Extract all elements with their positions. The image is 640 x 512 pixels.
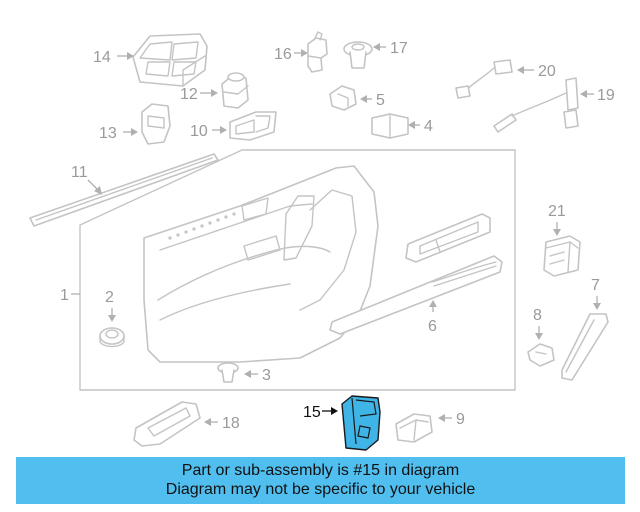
arrow-13 xyxy=(131,128,138,136)
leader-11 xyxy=(87,179,99,191)
arrow-12 xyxy=(211,89,218,97)
part-11-trim-strip[interactable] xyxy=(29,153,219,227)
callout-14: 14 xyxy=(93,49,111,66)
arrow-14 xyxy=(127,52,134,60)
arrow-20 xyxy=(517,66,524,74)
callout-21: 21 xyxy=(548,203,566,220)
callout-5: 5 xyxy=(376,92,385,109)
banner-line-part-info: Part or sub-assembly is #15 in diagram xyxy=(181,462,460,479)
arrow-4 xyxy=(408,121,415,129)
part-19-cable-connector[interactable] xyxy=(493,77,579,133)
callout-12: 12 xyxy=(180,86,198,103)
arrow-8 xyxy=(535,333,543,340)
arrow-5 xyxy=(360,95,367,103)
callout-3: 3 xyxy=(262,367,271,384)
part-6-trim-strip[interactable] xyxy=(329,255,503,335)
arrow-10 xyxy=(220,126,227,134)
part-door-handle-bezel[interactable] xyxy=(405,213,491,263)
part-16-clip[interactable] xyxy=(307,31,328,73)
callout-7: 7 xyxy=(591,277,600,294)
callout-16: 16 xyxy=(274,46,292,63)
part-13-switch[interactable] xyxy=(141,103,171,145)
part-9-small-switch[interactable] xyxy=(395,413,433,443)
arrow-16 xyxy=(301,49,308,57)
arrow-3 xyxy=(244,370,251,378)
info-banner: Part or sub-assembly is #15 in diagram D… xyxy=(16,457,625,504)
arrow-17 xyxy=(373,43,380,51)
callout-15: 15 xyxy=(303,404,321,421)
exploded-parts-diagram: 14 16 17 20 19 12 xyxy=(29,31,615,451)
callout-1: 1 xyxy=(60,287,69,304)
arrow-7 xyxy=(593,303,601,310)
part-10-switch-bezel[interactable] xyxy=(229,111,277,141)
arrow-19 xyxy=(580,90,587,98)
part-15-window-switch-highlighted[interactable] xyxy=(341,395,381,451)
callout-19: 19 xyxy=(597,87,615,104)
callout-13: 13 xyxy=(99,125,117,142)
part-8-bracket[interactable] xyxy=(527,343,555,367)
arrow-18 xyxy=(204,418,211,426)
part-2-fastener[interactable] xyxy=(99,327,125,348)
part-14-window-switch-panel[interactable] xyxy=(132,33,208,87)
banner-line-disclaimer: Diagram may not be specific to your vehi… xyxy=(165,481,476,498)
part-5-bracket-clip[interactable] xyxy=(329,85,357,111)
part-12-switch-knob[interactable] xyxy=(221,72,249,109)
callout-11: 11 xyxy=(71,164,88,181)
callout-2: 2 xyxy=(105,289,114,306)
arrow-6 xyxy=(429,300,437,307)
door-panel-frame xyxy=(79,149,516,391)
callout-9: 9 xyxy=(456,411,465,428)
part-21-control-module[interactable] xyxy=(543,235,581,277)
part-4-connector-block[interactable] xyxy=(371,113,409,139)
part-17-push-pin[interactable] xyxy=(343,41,373,69)
arrow-15 xyxy=(331,407,338,415)
part-20-wiring-harness[interactable] xyxy=(455,59,513,99)
callout-17: 17 xyxy=(390,40,408,57)
part-1-door-trim-panel[interactable] xyxy=(143,165,379,363)
arrow-9 xyxy=(438,414,445,422)
callout-8: 8 xyxy=(533,307,542,324)
part-18-pull-handle[interactable] xyxy=(133,401,201,447)
arrow-2 xyxy=(108,315,116,322)
callout-6: 6 xyxy=(428,318,437,335)
part-7-vertical-trim[interactable] xyxy=(561,313,609,381)
callout-4: 4 xyxy=(424,118,433,135)
part-3-clip[interactable] xyxy=(217,362,239,383)
arrow-11 xyxy=(94,186,102,195)
callout-20: 20 xyxy=(538,63,556,80)
arrow-21 xyxy=(553,229,561,236)
callout-10: 10 xyxy=(190,123,208,140)
part-1-fastener-holes xyxy=(168,212,236,240)
callout-18: 18 xyxy=(222,415,240,432)
